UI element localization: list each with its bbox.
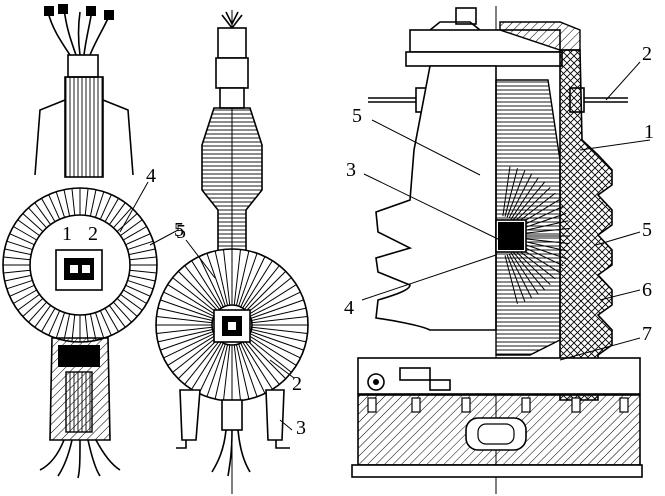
right-top-knob <box>455 7 477 25</box>
right-label-6: 6 <box>642 279 652 301</box>
middle-top-terminal <box>217 27 247 59</box>
left-core-box <box>55 249 103 291</box>
middle-label-3: 3 <box>296 417 306 439</box>
right-base-bolts <box>367 397 629 413</box>
right-core-section <box>495 79 561 356</box>
left-stem <box>64 76 104 178</box>
right-label-2: 2 <box>642 43 652 65</box>
right-label-7: 7 <box>642 323 652 345</box>
right-label-5-top: 5 <box>352 105 362 127</box>
left-label-5: 5 <box>174 219 184 241</box>
left-label-1: 1 <box>62 223 72 245</box>
left-bottom-cables <box>39 439 121 479</box>
right-label-3: 3 <box>346 159 356 181</box>
right-label-4: 4 <box>344 297 354 319</box>
left-core-window <box>64 258 94 280</box>
middle-view: 5 2 3 <box>155 10 309 494</box>
middle-label-2: 2 <box>292 373 302 395</box>
middle-label-5: 5 <box>176 221 186 243</box>
right-porcelain <box>375 65 497 331</box>
left-label-2: 2 <box>88 223 98 245</box>
left-label-4: 4 <box>146 165 156 187</box>
left-top-cables <box>44 4 114 56</box>
left-cable-gland <box>67 54 99 78</box>
right-view: 5 3 4 2 1 5 6 7 <box>344 6 654 494</box>
middle-left-foot <box>179 389 201 441</box>
right-label-5: 5 <box>642 219 652 241</box>
middle-right-foot <box>265 389 285 441</box>
left-view: 1 2 4 5 <box>2 4 184 479</box>
left-base-block <box>58 345 100 367</box>
middle-bushing <box>201 107 263 256</box>
right-label-1: 1 <box>644 121 654 143</box>
